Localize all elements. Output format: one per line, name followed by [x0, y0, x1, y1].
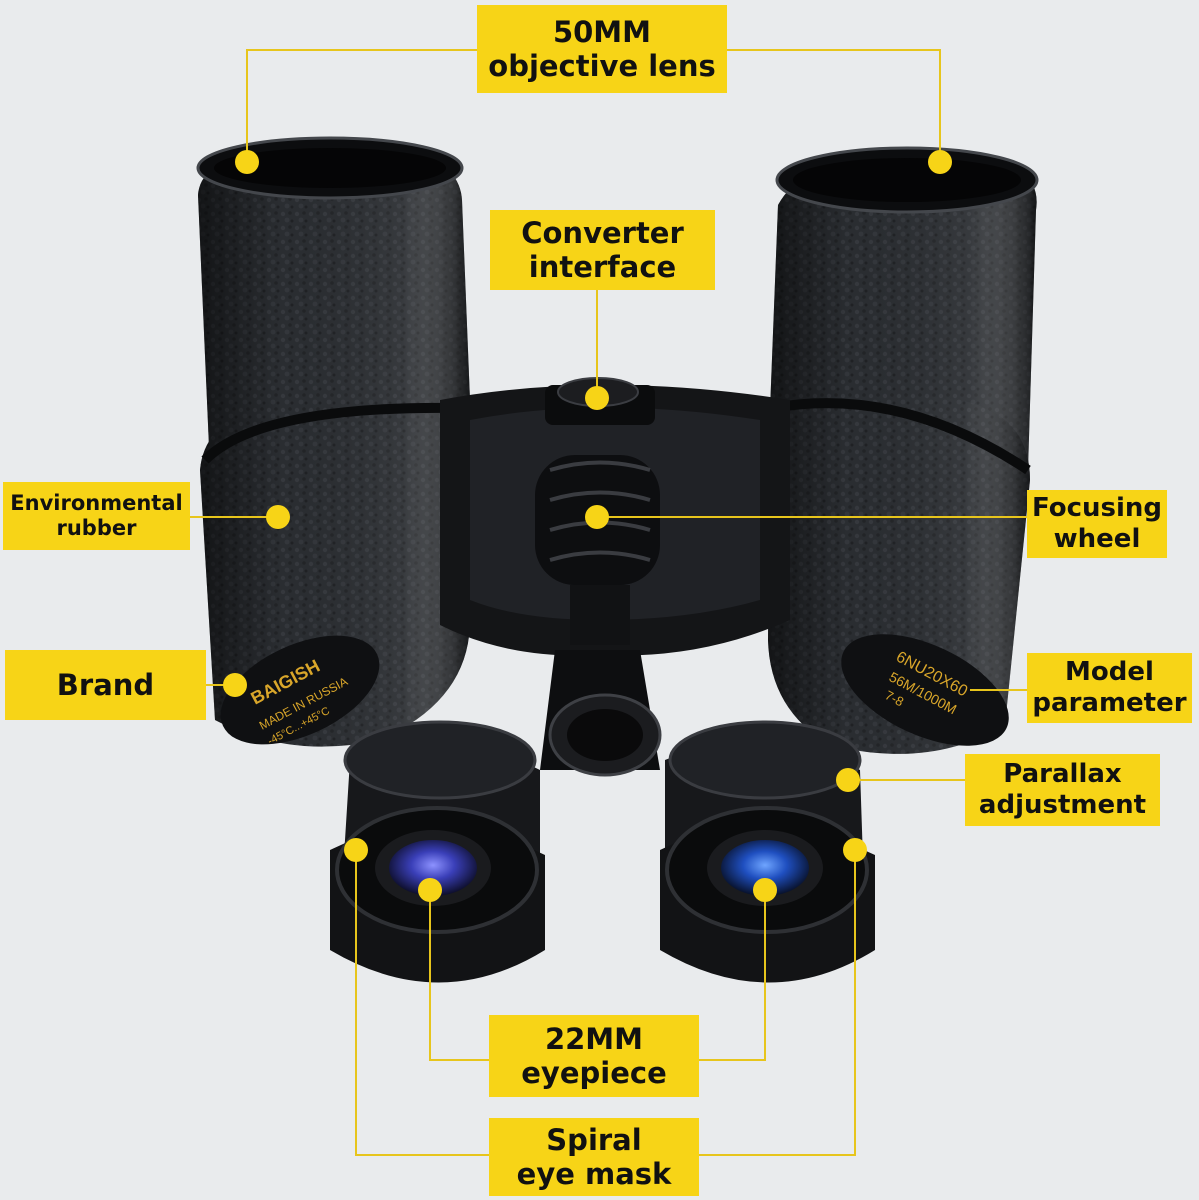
marker-parallax: [836, 768, 860, 792]
callout-environmental-rubber: Environmental rubber: [3, 482, 190, 550]
callout-eye-mask: Spiral eye mask: [489, 1118, 699, 1196]
callout-eyepiece: 22MM eyepiece: [489, 1015, 699, 1097]
callout-objective-lens-line1: 50MM: [552, 14, 652, 49]
right-eyepiece: [660, 720, 875, 983]
callout-converter-interface: Converter interface: [490, 210, 715, 290]
callout-parallax-adjustment-line1: Parallax: [1003, 759, 1122, 790]
callout-brand: Brand: [5, 650, 206, 720]
marker-brand: [223, 673, 247, 697]
marker-objective-right: [928, 150, 952, 174]
callout-model-parameter: Model parameter: [1027, 653, 1192, 723]
marker-dots: [223, 150, 952, 902]
leader-objective-left: [246, 49, 477, 160]
callout-model-parameter-line2: parameter: [1032, 688, 1187, 718]
callout-model-parameter-line1: Model: [1065, 657, 1154, 688]
callout-objective-lens: 50MM objective lens: [477, 5, 727, 93]
marker-environmental: [266, 505, 290, 529]
marker-focusing: [585, 505, 609, 529]
callout-focusing-wheel-line1: Focusing: [1032, 493, 1162, 524]
binoculars-body: BAIGISH MADE IN RUSSIA -45°C...+45°C 6NU…: [196, 136, 1039, 983]
callout-focusing-wheel-line2: wheel: [1053, 524, 1141, 554]
marker-converter: [585, 386, 609, 410]
left-eyepiece-lens: [389, 840, 477, 896]
marker-objective-left: [235, 150, 259, 174]
callout-focusing-wheel: Focusing wheel: [1027, 490, 1167, 558]
callout-parallax-adjustment: Parallax adjustment: [965, 754, 1160, 826]
right-eyepiece-lens: [721, 840, 809, 896]
marker-eyepiece-left: [418, 878, 442, 902]
callout-brand-line1: Brand: [56, 667, 155, 702]
left-eyepiece: [330, 720, 545, 983]
callout-environmental-rubber-line2: rubber: [56, 516, 137, 540]
marker-eyepiece-right: [753, 878, 777, 902]
callout-converter-interface-line2: interface: [528, 250, 677, 284]
marker-eye-mask-right: [843, 838, 867, 862]
callout-eye-mask-line1: Spiral: [546, 1122, 642, 1157]
leader-objective-right: [727, 49, 941, 160]
callout-objective-lens-line2: objective lens: [488, 49, 716, 83]
callout-environmental-rubber-line1: Environmental: [10, 491, 183, 516]
callout-parallax-adjustment-line2: adjustment: [978, 790, 1147, 820]
callout-eye-mask-line2: eye mask: [516, 1157, 672, 1191]
callout-converter-interface-line1: Converter: [521, 215, 684, 250]
callout-eyepiece-line1: 22MM: [544, 1021, 644, 1056]
callout-eyepiece-line2: eyepiece: [521, 1056, 667, 1090]
marker-eye-mask-left: [344, 838, 368, 862]
